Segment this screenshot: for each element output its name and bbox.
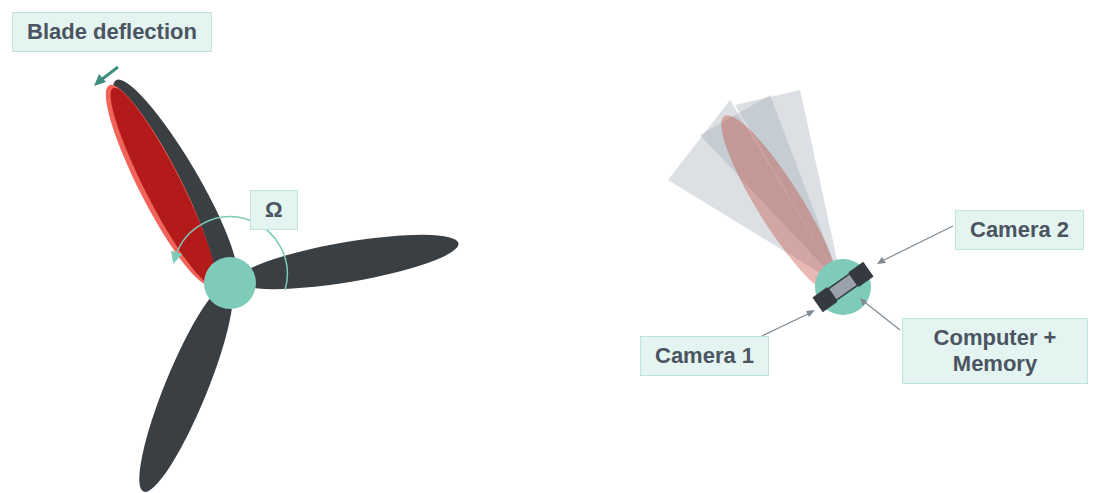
callout-box: Ω	[250, 190, 298, 230]
callout-box: Computer + Memory	[902, 318, 1088, 384]
callout-text: Blade deflection	[27, 19, 197, 45]
callout-text: Ω	[265, 197, 283, 223]
callout-box: Camera 2	[955, 210, 1084, 250]
propeller	[90, 69, 461, 493]
callout-text: Computer + Memory	[917, 325, 1073, 377]
hub	[204, 257, 256, 309]
callout-text: Camera 1	[655, 343, 754, 369]
callout-text: Camera 2	[970, 217, 1069, 243]
camera-assembly	[812, 262, 873, 312]
deflection-arrow	[94, 67, 118, 86]
callout-box: Camera 1	[640, 336, 769, 376]
callout-box: Blade deflection	[12, 12, 212, 52]
